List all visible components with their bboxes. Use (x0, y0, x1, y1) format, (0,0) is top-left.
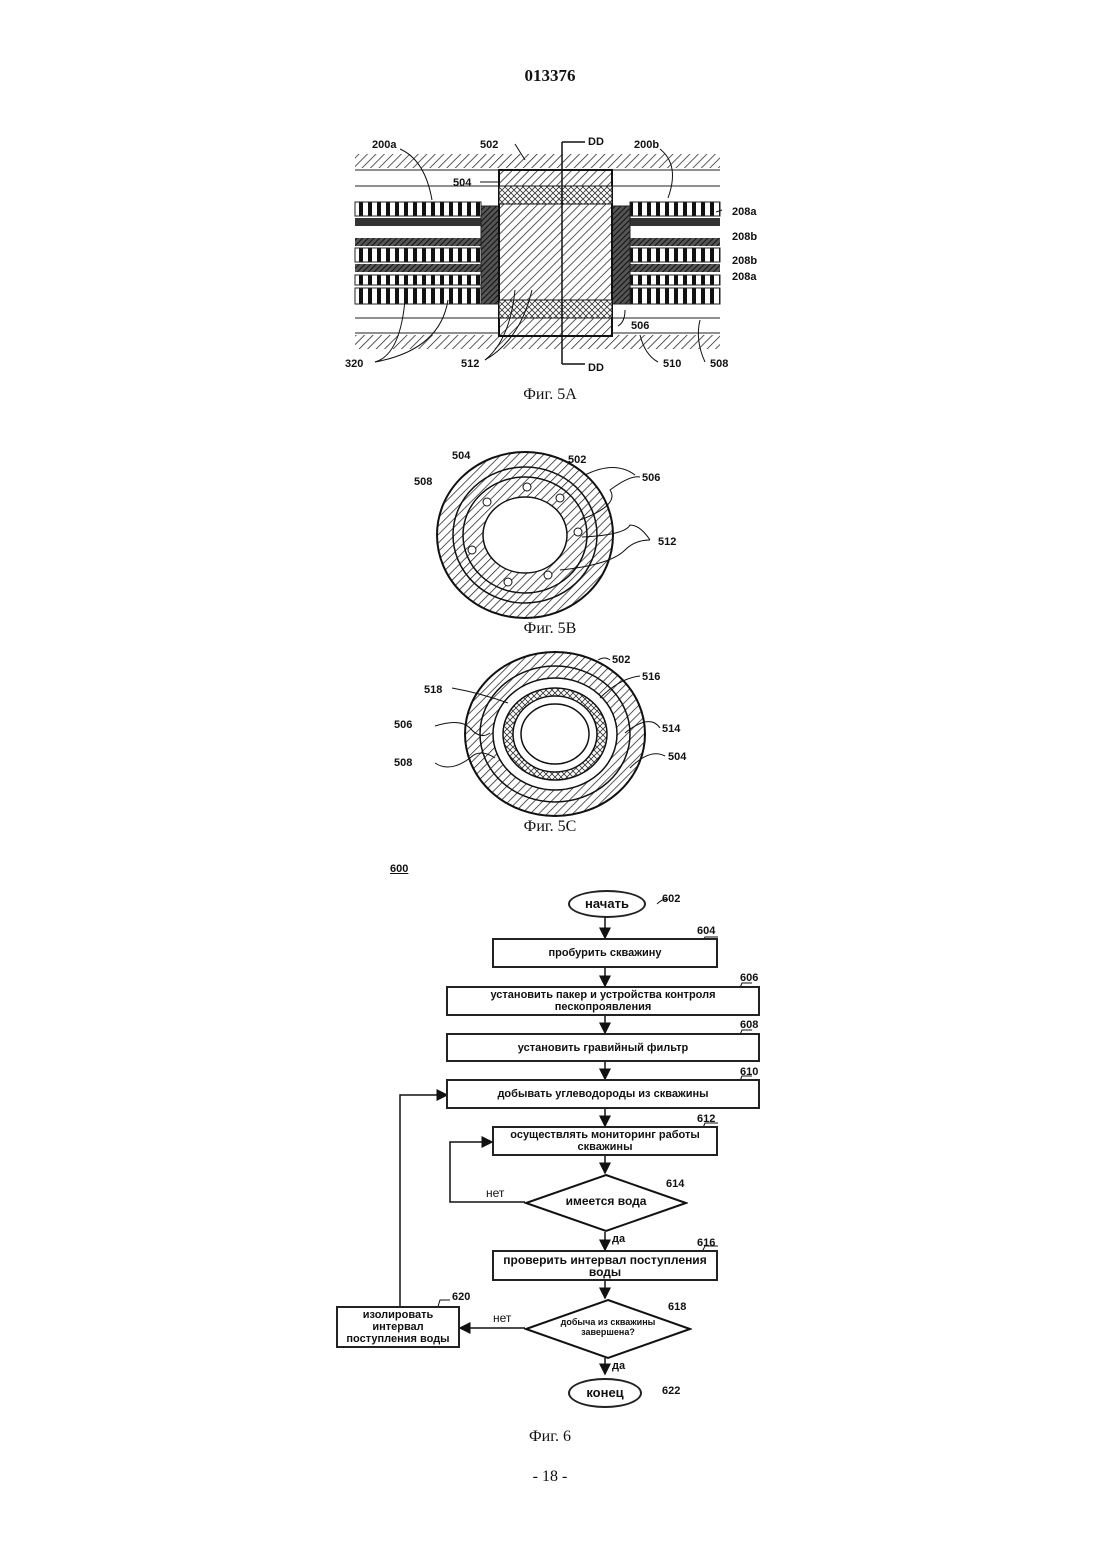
ref-620: 620 (452, 1291, 470, 1303)
page-number: - 18 - (0, 1468, 1100, 1486)
caption-fig-5a: Фиг. 5A (450, 386, 650, 404)
label-504-c: 504 (668, 751, 687, 763)
label-320: 320 (345, 358, 363, 370)
flow-step-gravel: установить гравийный фильтр (446, 1033, 760, 1062)
label-518: 518 (424, 684, 442, 696)
label-506-b: 506 (642, 472, 660, 484)
label-yes-1: да (612, 1233, 625, 1245)
flow-start: начать (568, 890, 646, 918)
ref-602: 602 (662, 893, 680, 905)
ref-618: 618 (668, 1301, 686, 1313)
label-508-b: 508 (414, 476, 432, 488)
label-508-a: 508 (710, 358, 728, 370)
figure-6-number: 600 (390, 863, 408, 875)
figure-5a-drawing: 200a 502 DD 200b 504 208a 208b 208b 208a… (340, 130, 760, 380)
flow-end: конец (568, 1378, 642, 1408)
label-no-1: нет (486, 1186, 504, 1200)
label-506-c: 506 (394, 719, 412, 731)
ref-606: 606 (740, 972, 758, 984)
label-506-a: 506 (631, 320, 649, 332)
label-208a-2: 208a (732, 271, 757, 283)
figure-5c-drawing: 502 516 518 506 514 508 504 (390, 648, 720, 818)
ref-614: 614 (666, 1178, 684, 1190)
label-208b-1: 208b (732, 231, 757, 243)
flow-decision-water: имеется вода (550, 1196, 662, 1207)
caption-fig-5c: Фиг. 5C (450, 818, 650, 836)
label-504-b: 504 (452, 450, 471, 462)
flow-step-drill: пробурить скважину (492, 938, 718, 968)
label-dd-bottom: DD (588, 362, 604, 374)
label-200a: 200a (372, 139, 397, 151)
ref-604: 604 (697, 925, 715, 937)
ref-616: 616 (697, 1237, 715, 1249)
ref-610: 610 (740, 1066, 758, 1078)
flow-decision-done: добыча из скважины завершена? (556, 1317, 660, 1337)
label-502-a: 502 (480, 139, 498, 151)
document-number: 013376 (0, 66, 1100, 86)
label-200b: 200b (634, 139, 659, 151)
label-502-b: 502 (568, 454, 586, 466)
flow-step-packer: установить пакер и устройства контроля п… (446, 986, 760, 1016)
ref-622: 622 (662, 1385, 680, 1397)
label-no-2: нет (493, 1311, 511, 1325)
flow-step-monitor: осуществлять мониторинг работы скважины (492, 1126, 718, 1156)
flow-step-check: проверить интервал поступления воды (492, 1250, 718, 1281)
flow-step-produce: добывать углеводороды из скважины (446, 1079, 760, 1109)
label-208a-1: 208a (732, 206, 757, 218)
caption-fig-5b: Фиг. 5B (450, 620, 650, 638)
ref-608: 608 (740, 1019, 758, 1031)
label-514: 514 (662, 723, 681, 735)
label-504-a: 504 (453, 177, 472, 189)
label-512-b: 512 (658, 536, 676, 548)
ref-612: 612 (697, 1113, 715, 1125)
label-dd-top: DD (588, 136, 604, 148)
label-502-c: 502 (612, 654, 630, 666)
label-508-c: 508 (394, 757, 412, 769)
label-510: 510 (663, 358, 681, 370)
caption-fig-6: Фиг. 6 (450, 1428, 650, 1446)
flow-step-isolate: изолировать интервал поступления воды (336, 1306, 460, 1348)
label-208b-2: 208b (732, 255, 757, 267)
figure-5b-drawing: 504 502 508 506 512 (400, 445, 700, 625)
label-516: 516 (642, 671, 660, 683)
label-yes-2: да (612, 1360, 625, 1372)
label-512-a: 512 (461, 358, 479, 370)
